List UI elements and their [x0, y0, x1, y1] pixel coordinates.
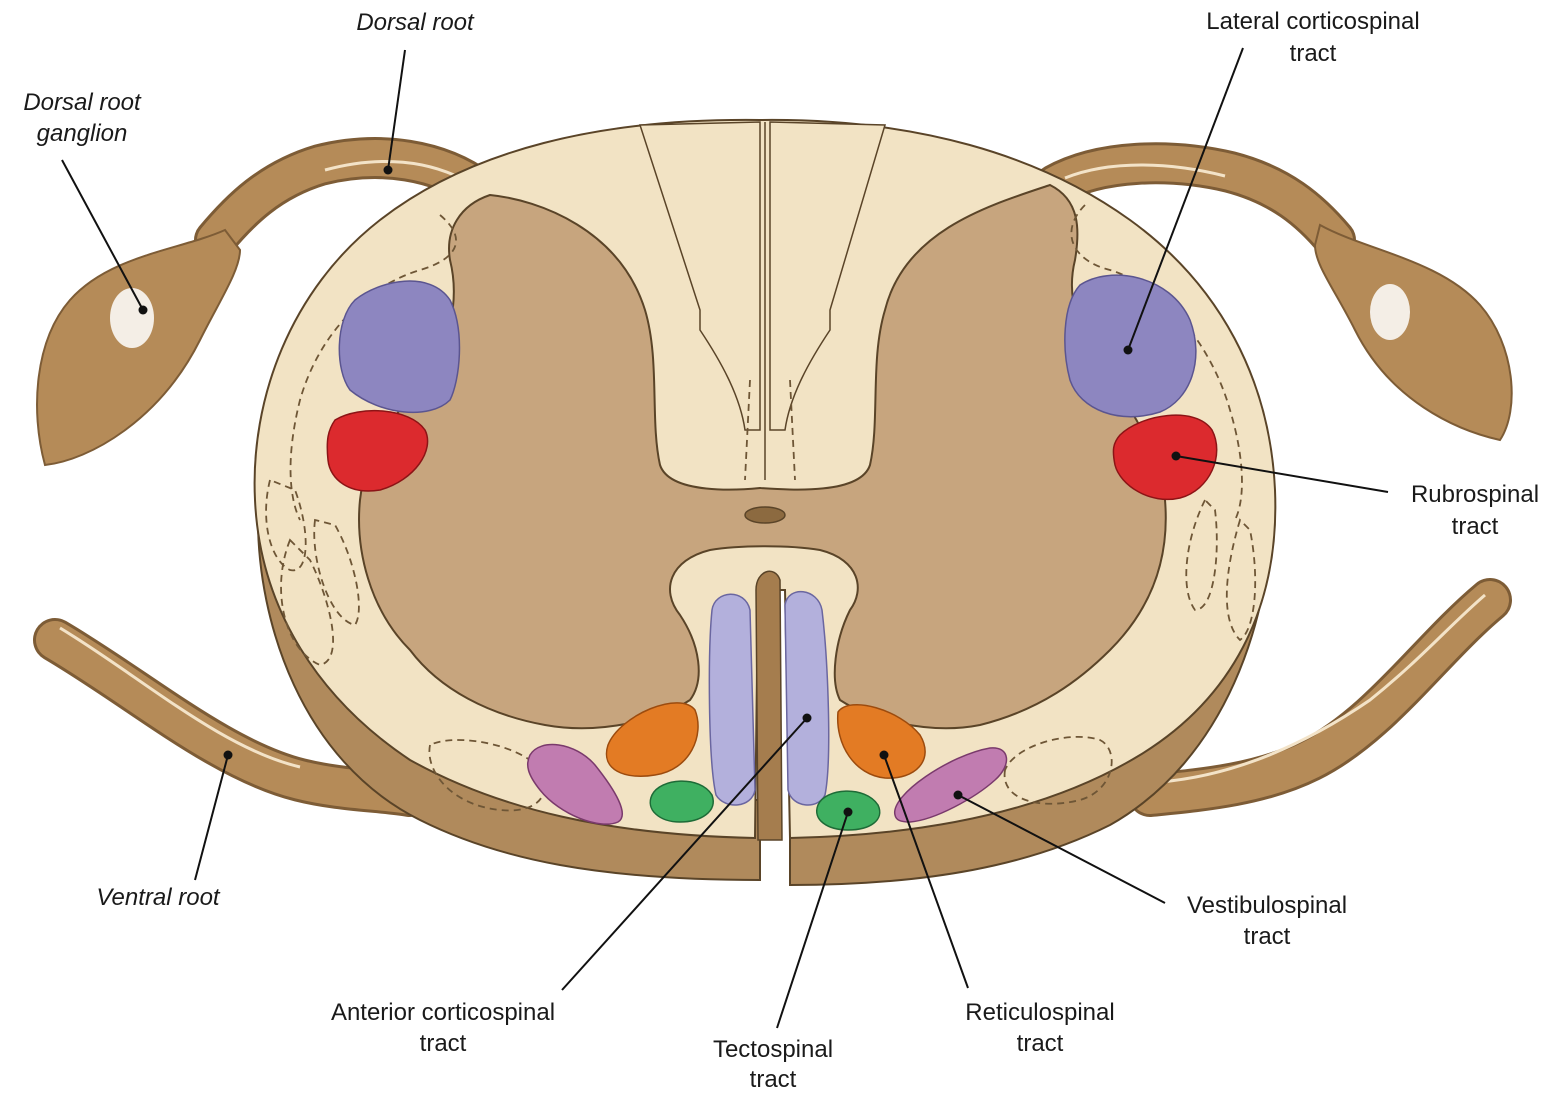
label-rubrospinal-line2: tract — [1452, 513, 1499, 540]
label-lateral-corticospinal-line1: Lateral corticospinal — [1206, 8, 1419, 35]
label-reticulospinal-line2: tract — [1017, 1030, 1064, 1057]
label-ventral-root: Ventral root — [96, 884, 221, 911]
label-anterior-corticospinal-line2: tract — [420, 1030, 467, 1057]
tract-lateral-corticospinal-left — [339, 281, 459, 412]
label-rubrospinal-line1: Rubrospinal — [1411, 481, 1539, 508]
label-dorsal-root: Dorsal root — [356, 9, 475, 36]
leader-ventral-root — [195, 755, 228, 880]
label-vestibulospinal-line1: Vestibulospinal — [1187, 892, 1347, 919]
label-reticulospinal-line1: Reticulospinal — [965, 999, 1114, 1026]
label-vestibulospinal-line2: tract — [1244, 923, 1291, 950]
tract-anterior-corticospinal-left — [709, 594, 755, 805]
label-anterior-corticospinal-line1: Anterior corticospinal — [331, 999, 555, 1026]
label-dorsal-root-ganglion-line2: ganglion — [37, 120, 128, 147]
left-dorsal-root-ganglion — [37, 230, 240, 465]
tract-anterior-corticospinal-right — [785, 592, 829, 805]
label-tectospinal-line1: Tectospinal — [713, 1036, 833, 1063]
label-dorsal-root-ganglion-line1: Dorsal root — [23, 89, 142, 116]
label-lateral-corticospinal-line2: tract — [1290, 40, 1337, 67]
right-dorsal-root-ganglion — [1315, 225, 1512, 440]
tract-tectospinal-left — [650, 781, 713, 822]
label-tectospinal-line2: tract — [750, 1066, 797, 1093]
